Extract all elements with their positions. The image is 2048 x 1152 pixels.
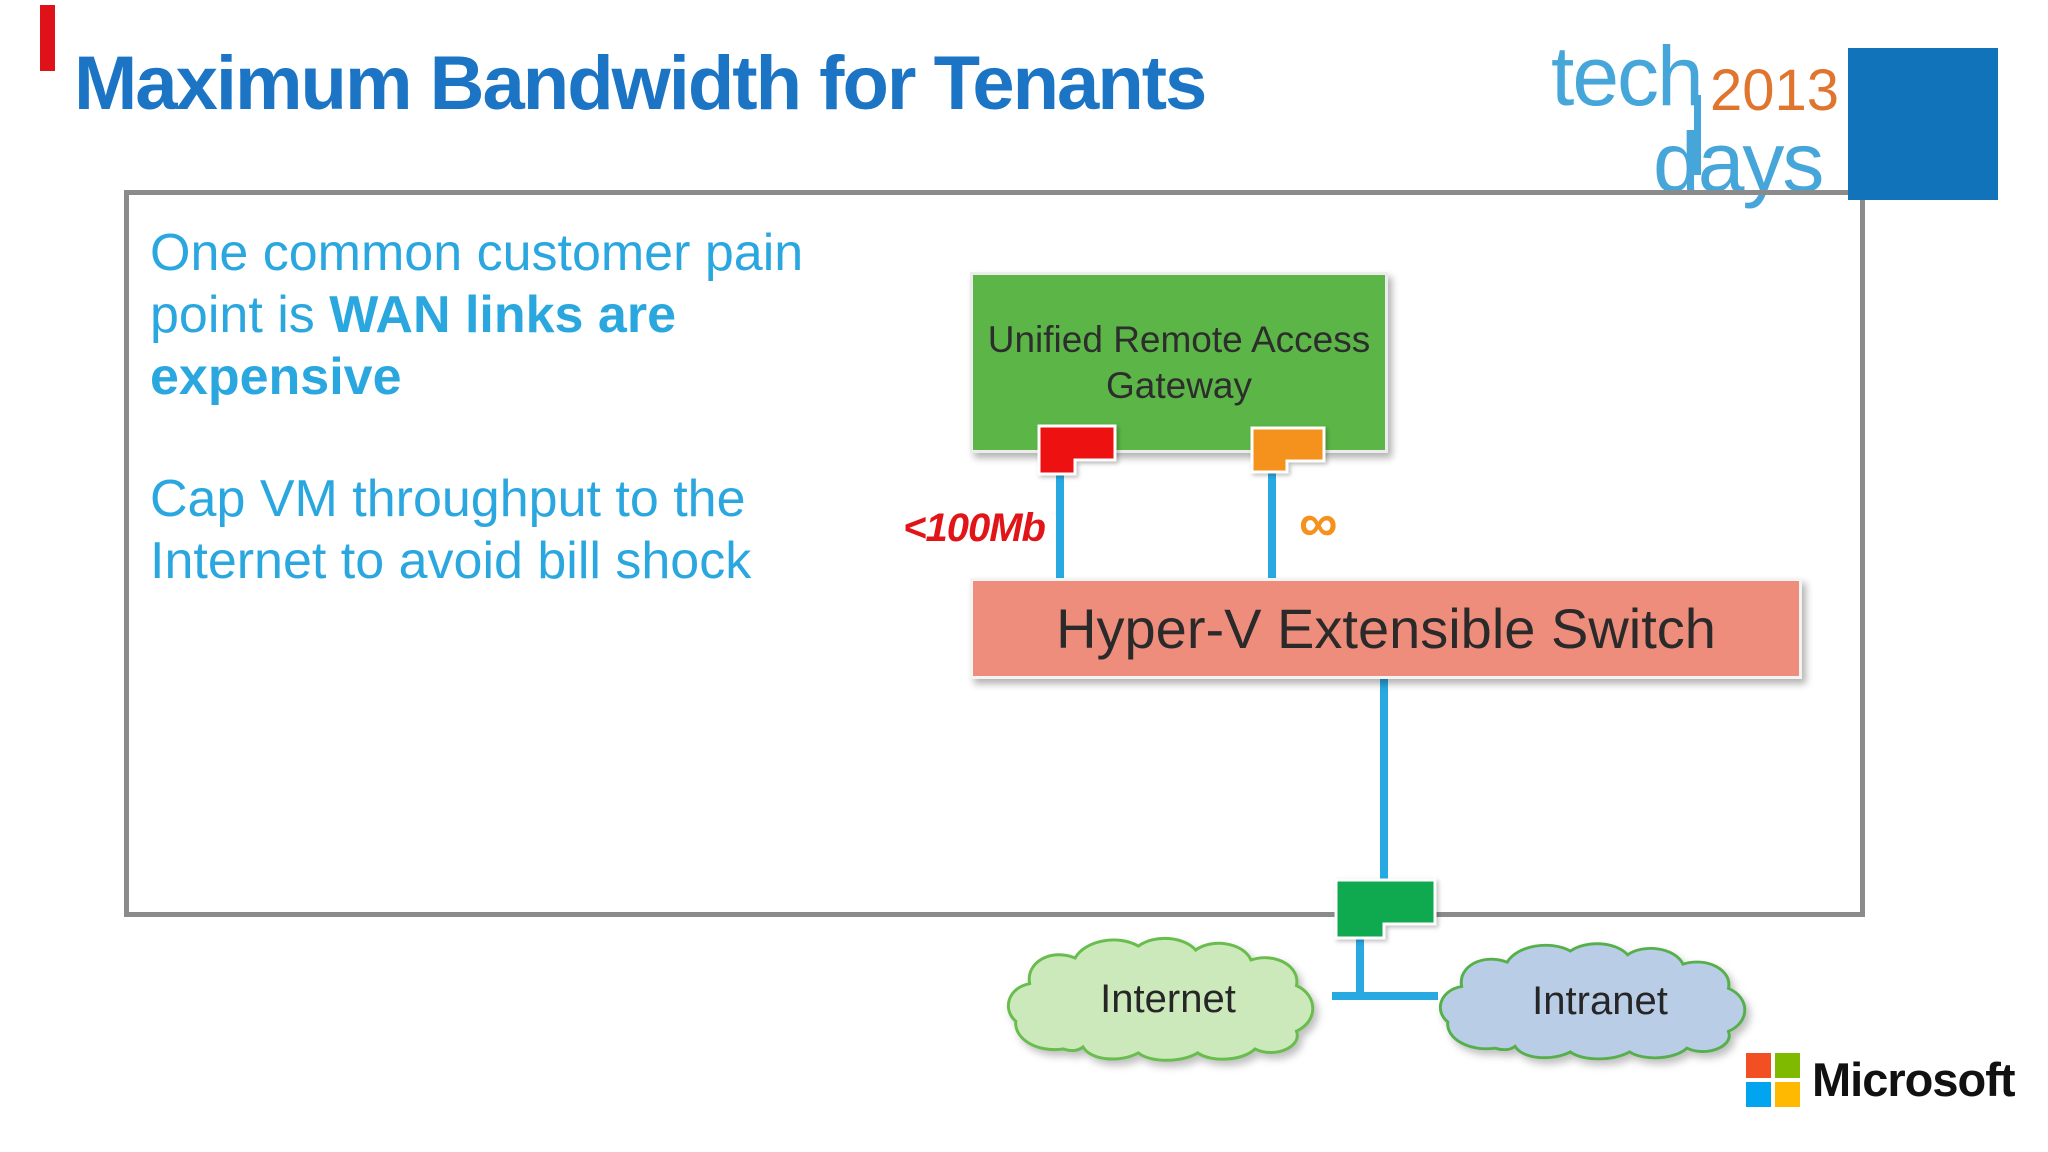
microsoft-square-green [1775, 1052, 1800, 1078]
techdays-logo-square [1848, 48, 1998, 200]
techdays-logo-h-stem [1694, 95, 1701, 175]
network-line-clouds [1332, 992, 1438, 1000]
microsoft-logo-squares-icon [1746, 1052, 1800, 1107]
text-line: point is WAN links are [150, 284, 803, 346]
microsoft-square-yellow [1775, 1081, 1800, 1107]
content-frame [124, 190, 1865, 917]
intranet-cloud-shape [1438, 942, 1747, 1061]
microsoft-square-red [1746, 1052, 1771, 1078]
red-marker-bar [40, 5, 55, 71]
text-segment-bold: expensive [150, 348, 402, 406]
green-nic-icon [1334, 878, 1437, 940]
gateway-label-line2: Gateway [1105, 364, 1252, 406]
cap-note-text: Cap VM throughput to the Internet to avo… [150, 468, 751, 592]
microsoft-logo: Microsoft [1746, 1052, 2015, 1107]
orange-port-icon [1250, 426, 1326, 474]
bandwidth-cap-label: <100Mb [903, 506, 1046, 550]
microsoft-square-blue [1746, 1081, 1771, 1107]
internet-cloud-shape [1006, 936, 1315, 1062]
text-line: Cap VM throughput to the [150, 470, 746, 528]
intranet-label: Intranet [1532, 978, 1668, 1023]
switch-box: Hyper-V Extensible Switch [970, 578, 1802, 679]
text-line: One common customer pain [150, 222, 803, 284]
network-line-capped [1056, 472, 1064, 580]
text-line: Internet to avoid bill shock [150, 532, 752, 590]
network-line-nic-down [1356, 936, 1364, 998]
internet-label: Internet [1100, 976, 1236, 1021]
gateway-box: Unified Remote Access Gateway [970, 272, 1388, 453]
slide-title: Maximum Bandwidth for Tenants [74, 41, 1207, 126]
gateway-label-line1: Unified Remote Access [987, 318, 1371, 360]
red-port-icon [1037, 424, 1117, 476]
unlimited-bandwidth-label: ∞ [1299, 493, 1338, 553]
text-segment: One common customer pain [150, 224, 804, 282]
internet-cloud: Internet [1000, 930, 1336, 1068]
techdays-logo-year-text: 2013 [1710, 58, 1840, 123]
text-segment: point is [150, 286, 330, 344]
switch-label: Hyper-V Extensible Switch [1056, 597, 1716, 660]
pain-point-text: One common customer pain point is WAN li… [150, 222, 803, 408]
network-line-unlimited [1268, 470, 1276, 580]
text-line: expensive [150, 346, 803, 408]
network-line-switch-to-nic [1380, 676, 1388, 883]
techdays-logo-tech-text: tech [1551, 29, 1704, 123]
microsoft-wordmark: Microsoft [1812, 1053, 2015, 1106]
text-segment-bold: WAN links are [329, 286, 677, 344]
intranet-cloud: Intranet [1432, 938, 1768, 1064]
